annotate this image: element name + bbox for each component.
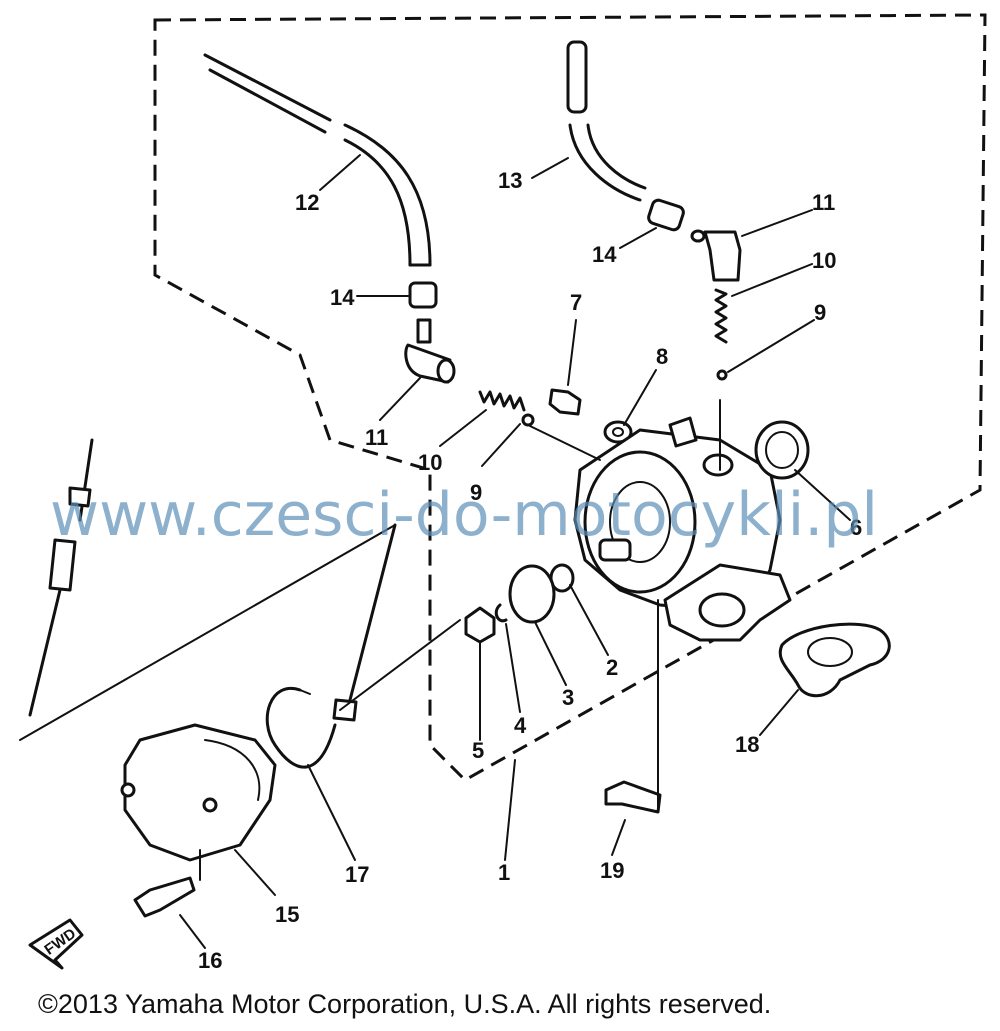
label-2: 2 bbox=[606, 655, 618, 680]
label-9-left: 9 bbox=[470, 480, 482, 505]
label-3: 3 bbox=[562, 685, 574, 710]
hose-12 bbox=[203, 53, 432, 267]
washer-8 bbox=[603, 420, 633, 444]
label-19: 19 bbox=[600, 858, 624, 883]
label-14-left: 14 bbox=[330, 285, 355, 310]
label-18: 18 bbox=[735, 732, 759, 757]
label-12: 12 bbox=[295, 190, 319, 215]
label-7: 7 bbox=[570, 290, 582, 315]
nut-5 bbox=[464, 606, 496, 644]
ball-9-right bbox=[716, 369, 728, 381]
oil-seal-6 bbox=[754, 420, 810, 480]
watermark: www.czesci-do-motocykli.pl bbox=[50, 480, 878, 550]
fwd-arrow: FWD bbox=[28, 918, 84, 970]
label-4: 4 bbox=[514, 713, 527, 738]
label-10-right: 10 bbox=[812, 248, 836, 273]
pump-body-1 bbox=[573, 416, 792, 642]
label-9-right: 9 bbox=[814, 300, 826, 325]
label-15: 15 bbox=[275, 902, 299, 927]
label-8: 8 bbox=[656, 344, 668, 369]
joint-14-left bbox=[408, 281, 438, 309]
assembly-boundary bbox=[153, 13, 987, 782]
cable-17 bbox=[265, 523, 397, 769]
cable-end bbox=[28, 438, 94, 717]
label-16: 16 bbox=[198, 948, 222, 973]
label-13: 13 bbox=[498, 168, 522, 193]
pump-cover-15 bbox=[120, 723, 277, 862]
label-6: 6 bbox=[850, 515, 862, 540]
label-14-right: 14 bbox=[592, 242, 617, 267]
label-11-right: 11 bbox=[812, 190, 835, 215]
elbow-fitting-11-right bbox=[690, 229, 742, 282]
gasket-18 bbox=[778, 622, 891, 698]
label-1: 1 bbox=[498, 860, 510, 885]
label-17: 17 bbox=[345, 862, 369, 887]
copyright-notice: ©2013 Yamaha Motor Corporation, U.S.A. A… bbox=[38, 989, 771, 1019]
bolt-19 bbox=[604, 780, 662, 814]
label-11-left: 11 bbox=[365, 425, 388, 450]
clip-4 bbox=[494, 603, 508, 623]
leader-lines bbox=[179, 154, 851, 949]
spring-10-right bbox=[714, 288, 728, 344]
spring-10-left bbox=[478, 390, 526, 412]
elbow-fitting-11-left bbox=[404, 318, 456, 384]
bolt-16 bbox=[133, 876, 196, 918]
plate-3 bbox=[508, 564, 556, 624]
ball-9-left bbox=[521, 413, 535, 427]
joint-14-right bbox=[647, 198, 685, 232]
leader-cable-end bbox=[19, 524, 396, 741]
label-10-left: 10 bbox=[418, 450, 442, 475]
hose-13 bbox=[566, 40, 647, 202]
part-numbers: 12 14 11 10 9 13 14 11 10 9 7 8 6 2 3 4 … bbox=[198, 168, 862, 973]
bolt-7 bbox=[548, 388, 582, 416]
label-5: 5 bbox=[472, 738, 484, 763]
